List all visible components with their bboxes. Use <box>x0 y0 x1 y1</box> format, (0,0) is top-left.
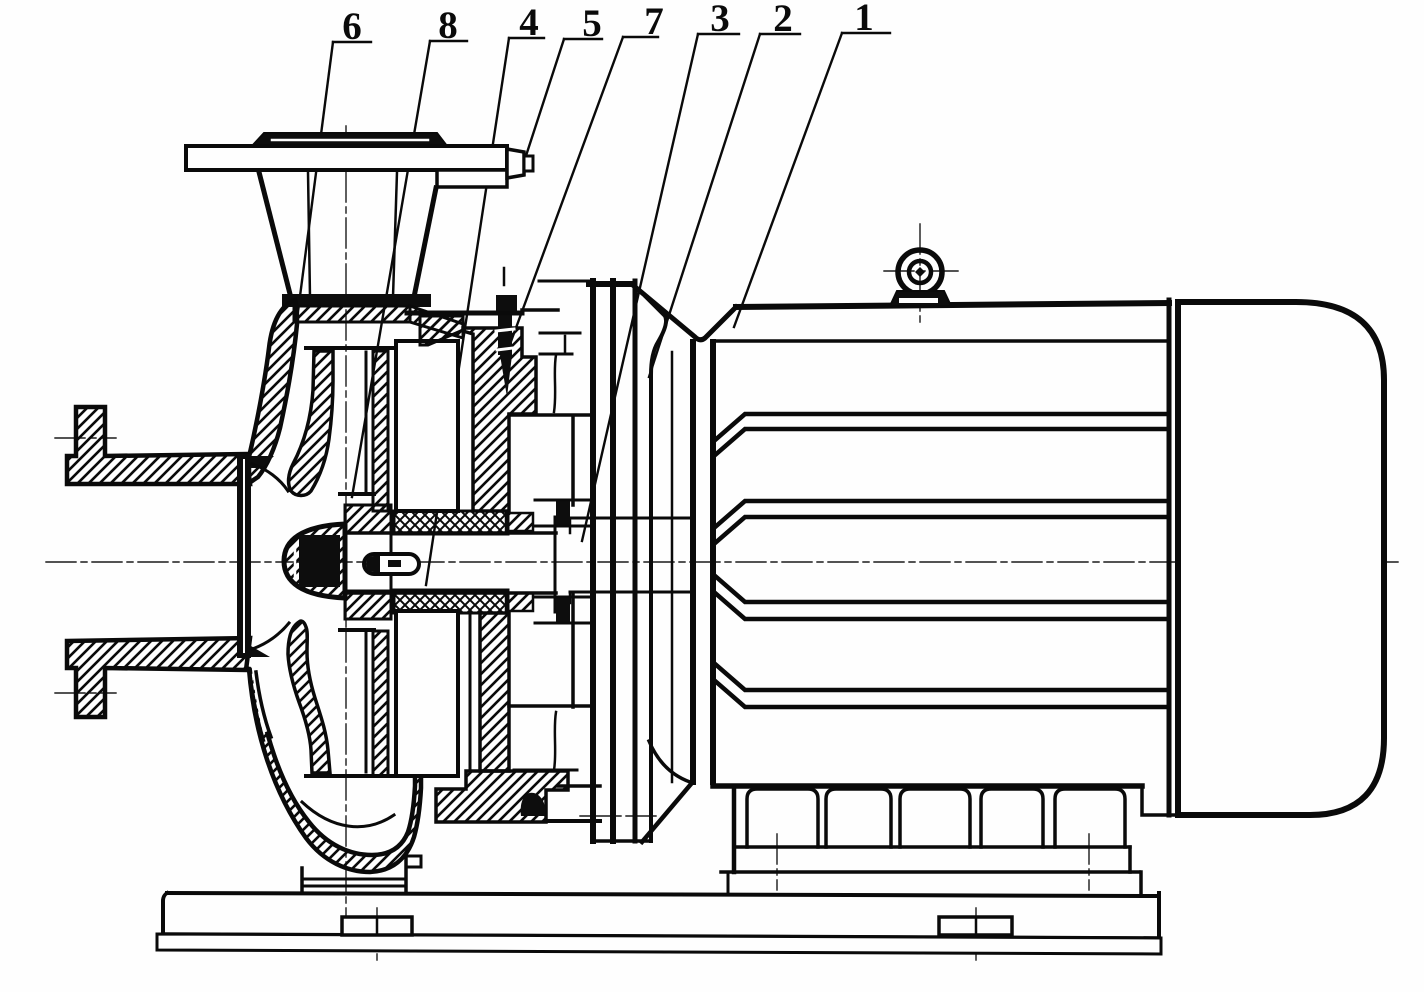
svg-text:6: 6 <box>342 5 362 48</box>
svg-text:8: 8 <box>438 4 458 47</box>
svg-text:7: 7 <box>644 0 664 43</box>
svg-text:2: 2 <box>773 0 793 40</box>
svg-text:1: 1 <box>854 0 874 39</box>
svg-text:5: 5 <box>582 2 602 45</box>
svg-text:4: 4 <box>519 1 539 44</box>
svg-text:3: 3 <box>710 0 730 40</box>
